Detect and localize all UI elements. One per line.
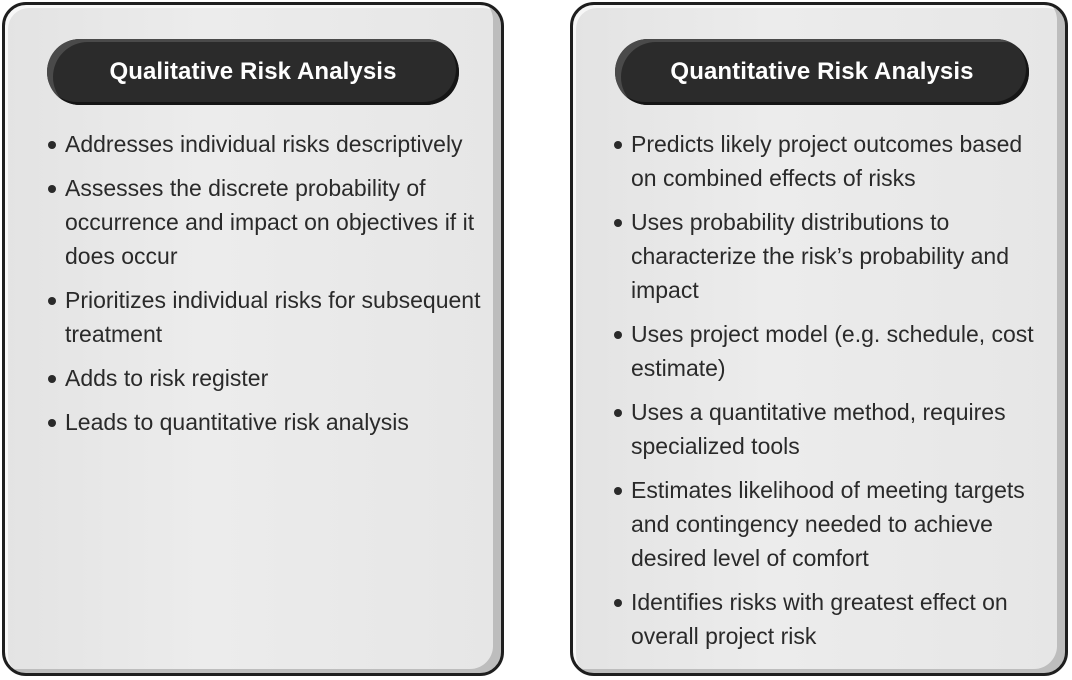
- bullet-dot-icon: [48, 185, 56, 193]
- bullet-text: Leads to quantitative risk analysis: [65, 409, 409, 435]
- bullet-text: Uses a quantitative method, requires spe…: [631, 399, 1006, 459]
- qualitative-bullet-item: Prioritizes individual risks for subsequ…: [45, 283, 489, 351]
- bullet-text: Prioritizes individual risks for subsequ…: [65, 287, 481, 347]
- quantitative-title: Quantitative Risk Analysis: [670, 58, 974, 85]
- bullet-dot-icon: [48, 419, 56, 427]
- qualitative-bullet-list: Addresses individual risks descriptively…: [45, 127, 489, 449]
- bullet-text: Identifies risks with greatest effect on…: [631, 589, 1008, 649]
- qualitative-bullet-item: Adds to risk register: [45, 361, 489, 395]
- bullet-text: Adds to risk register: [65, 365, 269, 391]
- bullet-dot-icon: [48, 375, 56, 383]
- bullet-text: Uses project model (e.g. schedule, cost …: [631, 321, 1034, 381]
- qualitative-risk-analysis-card: Qualitative Risk Analysis Addresses indi…: [2, 2, 504, 676]
- bullet-dot-icon: [614, 141, 622, 149]
- bullet-text: Assesses the discrete probability of occ…: [65, 175, 475, 269]
- qualitative-title-banner: Qualitative Risk Analysis: [47, 39, 459, 105]
- quantitative-title-banner: Quantitative Risk Analysis: [615, 39, 1029, 105]
- bullet-text: Predicts likely project outcomes based o…: [631, 131, 1023, 191]
- qualitative-bullet-item: Assesses the discrete probability of occ…: [45, 171, 489, 273]
- quantitative-bullet-list: Predicts likely project outcomes based o…: [611, 127, 1053, 663]
- bullet-text: Estimates likelihood of meeting targets …: [631, 477, 1025, 571]
- quantitative-bullet-item: Predicts likely project outcomes based o…: [611, 127, 1053, 195]
- quantitative-risk-analysis-card: Quantitative Risk Analysis Predicts like…: [570, 2, 1068, 676]
- bullet-text: Addresses individual risks descriptively: [65, 131, 463, 157]
- quantitative-bullet-item: Uses probability distributions to charac…: [611, 205, 1053, 307]
- bullet-dot-icon: [614, 599, 622, 607]
- bullet-dot-icon: [614, 487, 622, 495]
- bullet-text: Uses probability distributions to charac…: [631, 209, 1009, 303]
- bullet-dot-icon: [48, 141, 56, 149]
- bullet-dot-icon: [48, 297, 56, 305]
- bullet-dot-icon: [614, 331, 622, 339]
- quantitative-bullet-item: Uses project model (e.g. schedule, cost …: [611, 317, 1053, 385]
- quantitative-bullet-item: Uses a quantitative method, requires spe…: [611, 395, 1053, 463]
- bullet-dot-icon: [614, 219, 622, 227]
- bullet-dot-icon: [614, 409, 622, 417]
- quantitative-bullet-item: Estimates likelihood of meeting targets …: [611, 473, 1053, 575]
- quantitative-bullet-item: Identifies risks with greatest effect on…: [611, 585, 1053, 653]
- qualitative-bullet-item: Addresses individual risks descriptively: [45, 127, 489, 161]
- qualitative-title: Qualitative Risk Analysis: [109, 58, 397, 85]
- qualitative-bullet-item: Leads to quantitative risk analysis: [45, 405, 489, 439]
